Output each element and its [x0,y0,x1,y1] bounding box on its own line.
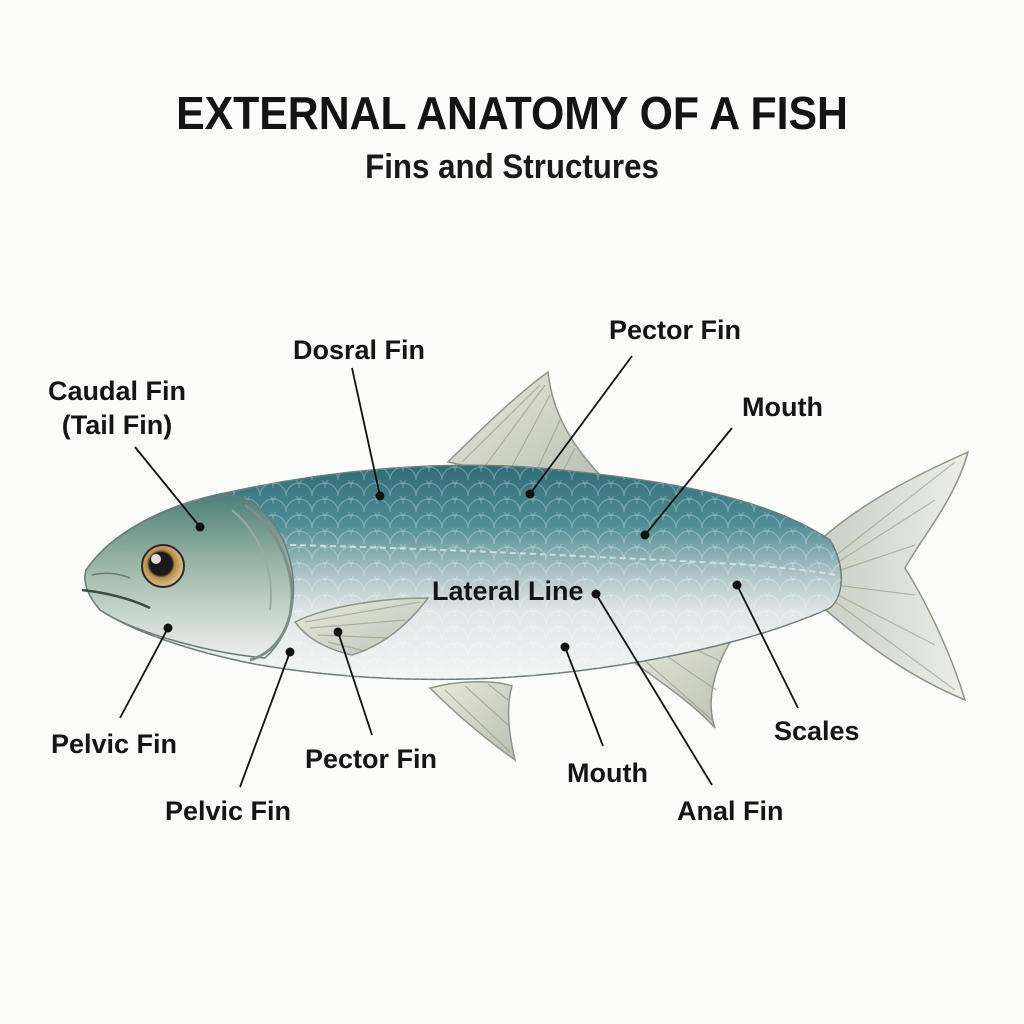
label-pector-fin-bottom: Pector Fin [305,744,438,774]
caudal-fin [819,450,970,702]
leader-pector-fin-top [529,355,633,495]
label-scales: Scales [774,716,860,746]
label-pelvic-fin-left: Pelvic Fin [51,729,178,759]
leader-mouth-bottom [564,646,604,747]
pectoral-fin [293,597,430,656]
label-caudal-fin: Caudal Fin (Tail Fin) [48,374,186,442]
gill-cover [244,503,294,662]
dot-caudal-fin [195,522,205,532]
dot-scales [732,580,742,590]
mouth-mark [81,588,151,610]
dot-lateral-line [591,589,601,599]
leader-caudal-fin [134,446,201,528]
leader-dorsal-fin [351,367,381,497]
leader-pelvic-fin-bottom [239,651,291,788]
page-subtitle: Fins and Structures [365,148,659,186]
label-dorsal-fin: Dosral Fin [293,335,426,365]
label-caudal-fin-line2: (Tail Fin) [61,410,173,440]
fish-eye [141,544,185,588]
leader-pelvic-fin-left [119,627,169,719]
dot-pelvic-fin-left [163,623,173,633]
dot-dorsal-fin [375,491,385,501]
dot-mouth-top [640,530,650,540]
page-title: EXTERNAL ANATOMY OF A FISH [176,87,848,139]
leader-scales [736,584,799,709]
label-mouth-bottom: Mouth [567,758,648,788]
leader-pector-fin-bottom [337,631,373,736]
label-lateral-line: Lateral Line [432,576,584,606]
leader-mouth-top [644,427,733,536]
label-mouth-top: Mouth [742,392,823,422]
label-anal-fin: Anal Fin [677,796,784,826]
label-pelvic-fin-bottom: Pelvic Fin [165,796,292,826]
dot-pector-fin-top [525,489,535,499]
dorsal-fin [446,370,607,482]
leader-lateral-line [595,593,713,786]
label-pector-fin-top: Pector Fin [609,315,742,345]
lateral-line-mark [289,544,836,576]
pelvic-fin [428,681,517,762]
dot-pelvic-fin-bottom [285,647,295,657]
dot-mouth-bottom [560,642,570,652]
dot-pector-fin-bottom [333,627,343,637]
label-caudal-fin-line1: Caudal Fin [48,376,187,406]
